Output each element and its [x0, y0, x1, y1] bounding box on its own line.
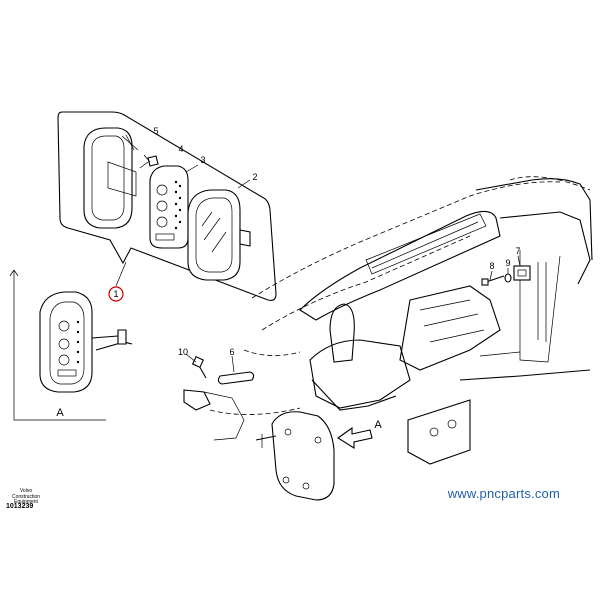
callout-2: 2	[252, 172, 257, 182]
callout-3: 3	[200, 155, 205, 165]
website-watermark: www.pncparts.com	[447, 486, 560, 501]
document-number: 1013239	[6, 503, 34, 510]
leader-lines	[115, 134, 521, 373]
callout-1: 1	[113, 289, 118, 299]
mounting-bracket	[183, 389, 245, 441]
assembled-view-a	[9, 269, 133, 421]
manufacturer-credit: Volvo Construction Equipment	[6, 488, 46, 506]
callout-5: 5	[153, 126, 158, 136]
arrow-label-a: A	[374, 419, 382, 431]
view-direction-arrow	[337, 426, 373, 449]
instrument-panel-part	[149, 165, 189, 249]
callout-4: 4	[178, 144, 183, 154]
rubber-grommet-part	[217, 371, 255, 385]
screw-part	[191, 355, 207, 379]
callout-7: 7	[515, 246, 520, 256]
manufacturer-name: Volvo Construction	[11, 488, 41, 500]
callout-9: 9	[505, 258, 510, 268]
washer-part	[504, 273, 512, 283]
switch-part	[513, 265, 531, 281]
callout-10: 10	[178, 347, 188, 357]
exploded-detail-view	[57, 111, 277, 301]
grommet-part	[139, 155, 159, 169]
view-label-a: A	[56, 407, 64, 419]
callout-ring-1	[108, 286, 124, 302]
manufacturer-division: Equipment	[14, 499, 38, 505]
mounted-panel-rear	[255, 411, 335, 501]
callout-6: 6	[229, 347, 234, 357]
callout-8: 8	[489, 261, 494, 271]
indicator-lights	[174, 180, 182, 230]
glass-cover-part	[187, 189, 251, 281]
bolt-part	[481, 275, 505, 286]
cab-console-assembly	[209, 176, 593, 465]
callout-labels: 1 2 3 4 5 6 7 8 9 10 A A	[56, 126, 520, 431]
